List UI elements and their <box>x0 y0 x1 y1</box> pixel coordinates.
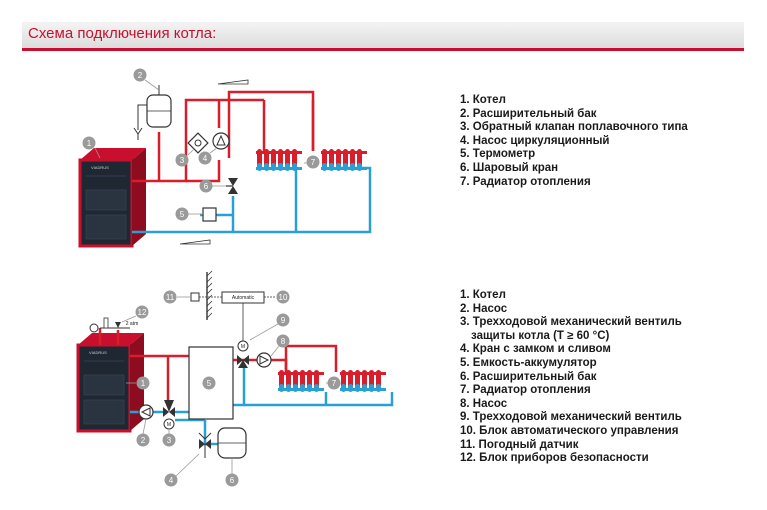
legend-item: 5. Емкость-аккумулятор <box>460 356 597 369</box>
svg-text:4: 4 <box>203 154 208 163</box>
drain-valve-4 <box>198 432 212 458</box>
legend-item: 3. Обратный клапан поплавочного типа <box>460 121 688 134</box>
legend-item: 3. Трехходовой механический вентиль <box>460 316 682 329</box>
legend-item: 4. Кран с замком и сливом <box>460 343 611 356</box>
radiator-1b <box>321 149 367 171</box>
legend-item: 1. Котел <box>460 94 506 106</box>
boiler-1: VIADRUS <box>78 148 146 248</box>
legend-item: защиты котла (T ≥ 60 °C) <box>471 329 610 342</box>
header-bar: Схема подключения котла: <box>22 22 744 51</box>
three-way-valve-3: M <box>163 400 175 430</box>
svg-text:M: M <box>167 422 171 428</box>
legend-item: 6. Шаровый кран <box>460 161 559 174</box>
automatic-label: Automatic <box>232 295 255 301</box>
svg-text:M: M <box>241 344 245 350</box>
svg-text:2: 2 <box>141 436 146 445</box>
legend-item: 5. Термометр <box>460 148 536 161</box>
page-title: Схема подключения котла: <box>28 25 217 42</box>
expansion-tank-1 <box>133 85 172 140</box>
svg-text:5: 5 <box>180 210 185 219</box>
callouts-1: 1 2 3 4 5 6 7 <box>82 68 320 221</box>
svg-text:2: 2 <box>138 71 143 80</box>
radiator-2b <box>340 370 386 392</box>
weather-sensor <box>190 270 222 320</box>
thermometer-1 <box>202 207 217 222</box>
radiator-1a <box>256 149 302 171</box>
svg-text:1: 1 <box>87 139 92 148</box>
boiler-brand: VIADRUS <box>91 165 109 170</box>
legend-item: 4. Насос циркуляционный <box>460 134 610 147</box>
legend-item: 12. Блок приборов безопасности <box>460 452 649 465</box>
boiler-brand: VIADRUS <box>89 350 107 355</box>
ball-valve-1 <box>226 178 238 194</box>
pressure-label: 2 atm <box>126 321 139 327</box>
svg-text:8: 8 <box>281 337 286 346</box>
radiator-2a <box>278 370 324 392</box>
legend-item: 6. Расширительный бак <box>460 370 597 383</box>
boiler-2: VIADRUS <box>76 333 144 433</box>
diagram-2: VIADRUS <box>76 270 394 487</box>
legend-item: 10. Блок автоматического управления <box>460 424 679 437</box>
legend-item: 7. Радиатор отопления <box>460 175 591 188</box>
svg-text:3: 3 <box>167 436 172 445</box>
svg-text:11: 11 <box>166 293 175 302</box>
svg-text:4: 4 <box>169 476 174 485</box>
pump-2 <box>138 404 154 420</box>
svg-text:5: 5 <box>207 379 212 388</box>
svg-text:7: 7 <box>311 158 316 167</box>
return-pipes-1 <box>132 166 372 234</box>
slope-indicator <box>217 79 249 85</box>
svg-text:9: 9 <box>281 316 286 325</box>
legend-item: 11. Погодный датчик <box>460 438 579 451</box>
svg-text:1: 1 <box>141 379 146 388</box>
svg-text:3: 3 <box>180 156 185 165</box>
safety-block: 2 atm <box>89 317 139 333</box>
legend-diagram-1: 1. Котел 2. Расширительный бак 3. Обратн… <box>460 94 688 189</box>
legend-item: 7. Радиатор отопления <box>460 384 591 397</box>
svg-text:12: 12 <box>138 308 147 317</box>
three-way-valve-9: M <box>237 340 249 368</box>
callouts-2: 1 2 3 4 5 6 7 8 9 10 11 12 <box>121 290 341 487</box>
legend-item: 8. Насос <box>460 397 508 410</box>
svg-text:6: 6 <box>230 476 235 485</box>
svg-text:10: 10 <box>279 293 288 302</box>
svg-text:7: 7 <box>332 379 337 388</box>
legend-diagram-2: 1. Котел 2. Насос 3. Трехходовой механич… <box>460 289 682 466</box>
automatic-control-block: Automatic <box>221 291 276 341</box>
svg-text:6: 6 <box>204 182 209 191</box>
pump-8 <box>256 352 272 368</box>
legend-item: 1. Котел <box>460 289 506 301</box>
diagram-1: VIADRUS <box>78 68 372 248</box>
circulation-pump-1 <box>212 132 230 150</box>
legend-item: 2. Расширительный бак <box>460 107 597 120</box>
expansion-tank-2 <box>217 427 247 459</box>
legend-item: 2. Насос <box>460 302 508 315</box>
legend-item: 9. Трехходовой механический вентиль <box>460 411 682 424</box>
slope-indicator <box>179 239 211 245</box>
check-valve-1 <box>187 132 209 154</box>
